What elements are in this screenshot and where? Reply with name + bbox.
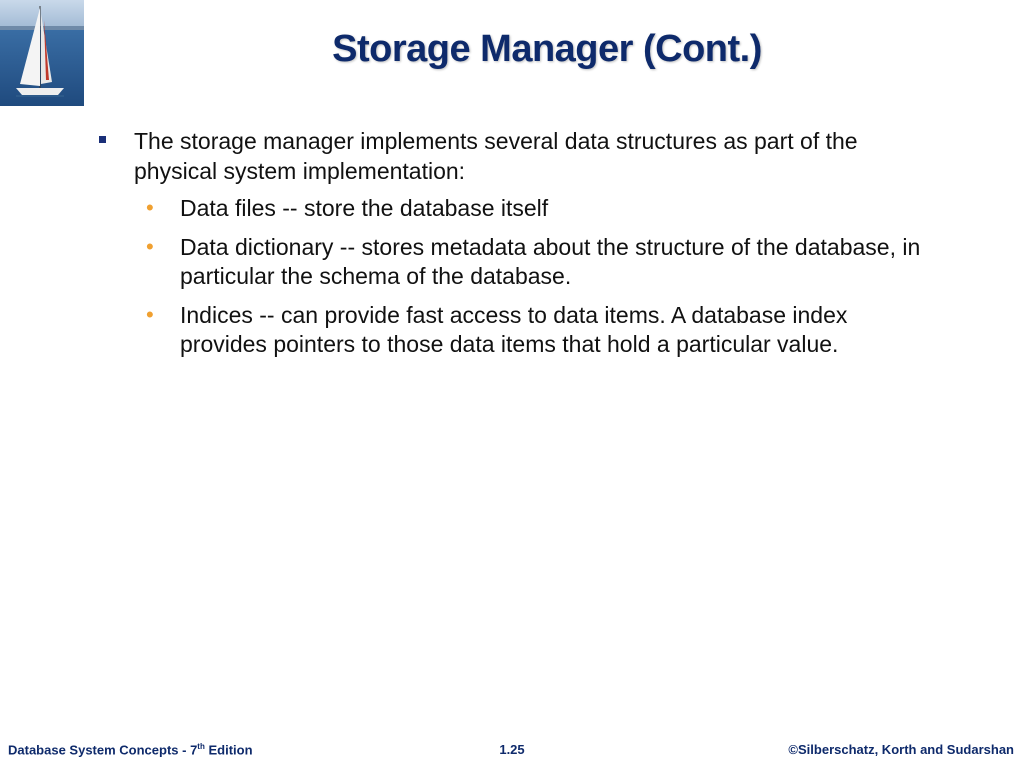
bullet-text: The storage manager implements several d…	[134, 128, 858, 184]
sub-bullet-text: Data files -- store the database itself	[180, 195, 549, 221]
slide-footer: Database System Concepts - 7th Edition 1…	[0, 742, 1024, 762]
footer-book-title: Database System Concepts - 7th Edition	[8, 742, 253, 758]
round-bullet-icon: •	[146, 302, 154, 327]
footer-page-number: 1.25	[499, 742, 525, 757]
sub-bullet-item: • Indices -- can provide fast access to …	[96, 301, 926, 359]
sub-bullet-text: Data dictionary -- stores metadata about…	[180, 234, 921, 289]
round-bullet-icon: •	[146, 195, 154, 220]
bullet-item: The storage manager implements several d…	[96, 126, 926, 186]
slide-content: The storage manager implements several d…	[96, 126, 926, 369]
round-bullet-icon: •	[146, 234, 154, 259]
sub-bullet-list: • Data files -- store the database itsel…	[96, 194, 926, 359]
sub-bullet-item: • Data files -- store the database itsel…	[96, 194, 926, 223]
slide-title: Storage Manager (Cont.)	[332, 28, 762, 70]
square-bullet-icon	[99, 136, 106, 143]
footer-copyright: ©Silberschatz, Korth and Sudarshan	[788, 742, 1014, 757]
sub-bullet-text: Indices -- can provide fast access to da…	[180, 302, 848, 357]
sailboat-logo	[0, 0, 84, 106]
sub-bullet-item: • Data dictionary -- stores metadata abo…	[96, 233, 926, 291]
